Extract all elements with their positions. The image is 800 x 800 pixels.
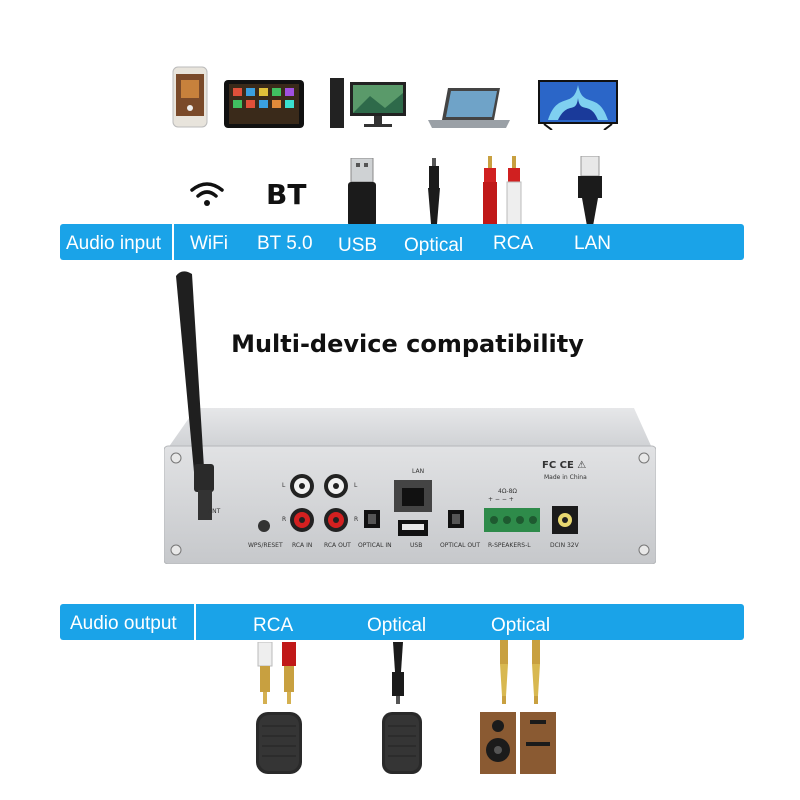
output-item-optical-2: Optical xyxy=(491,615,551,636)
label-rca-in: RCA IN xyxy=(292,542,313,549)
label-speakers: R-SPEAKERS-L xyxy=(488,542,531,549)
bookshelf-speakers-icon xyxy=(480,712,556,774)
label-usb: USB xyxy=(410,542,423,549)
label-fcc: FC CE ⚠ xyxy=(542,460,587,471)
label-r2: R xyxy=(354,516,359,523)
smart-speaker-icon xyxy=(256,712,302,774)
audio-output-bar xyxy=(60,604,744,640)
bt-symbol: BT xyxy=(266,178,307,211)
label-r1: R xyxy=(282,516,287,523)
desktop-computer-icon xyxy=(330,78,408,130)
input-item-usb: USB xyxy=(338,235,378,256)
output-item-rca: RCA xyxy=(253,615,294,636)
optical-plug-icon xyxy=(386,642,410,704)
label-wps: WPS/RESET xyxy=(248,542,283,549)
input-item-optical: Optical xyxy=(404,235,464,256)
label-optical-in: OPTICAL IN xyxy=(358,542,392,549)
ethernet-plug-icon xyxy=(573,155,607,226)
label-polarity: + − − + xyxy=(488,496,514,503)
input-item-lan: LAN xyxy=(574,233,611,254)
label-optical-out: OPTICAL OUT xyxy=(440,542,481,549)
antenna-icon xyxy=(170,268,230,538)
label-l1: L xyxy=(282,482,286,489)
label-ohm: 4Ω-8Ω xyxy=(498,488,517,495)
wifi-icon xyxy=(190,180,224,208)
laptop-icon xyxy=(428,86,510,130)
rca-plug-icon xyxy=(480,156,526,227)
label-ant: ANT xyxy=(208,508,221,515)
optical-plug-icon xyxy=(424,158,444,224)
speaker-wire-plug-icon xyxy=(496,640,546,704)
input-item-wifi: WiFi xyxy=(190,233,228,254)
label-dcin: DCIN 32V xyxy=(550,542,579,549)
label-rca-out: RCA OUT xyxy=(324,542,351,549)
label-lan: LAN xyxy=(412,468,425,475)
usb-plug-icon xyxy=(345,157,379,226)
amplifier-rear-panel xyxy=(163,408,657,565)
input-item-bt: BT 5.0 xyxy=(257,233,313,254)
headline: Multi-device compatibility xyxy=(231,330,584,358)
television-icon xyxy=(538,80,618,131)
input-item-rca: RCA xyxy=(493,233,534,254)
rca-plug-icon xyxy=(254,641,300,704)
tablet-icon xyxy=(224,80,304,128)
audio-output-header: Audio output xyxy=(70,613,177,634)
audio-input-bar xyxy=(60,224,744,260)
label-l2: L xyxy=(354,482,358,489)
output-item-optical-1: Optical xyxy=(367,615,427,636)
label-made-in: Made in China xyxy=(544,474,587,481)
smart-speaker-icon xyxy=(382,712,422,774)
smartphone-icon xyxy=(172,66,208,128)
audio-input-header: Audio input xyxy=(66,233,162,254)
